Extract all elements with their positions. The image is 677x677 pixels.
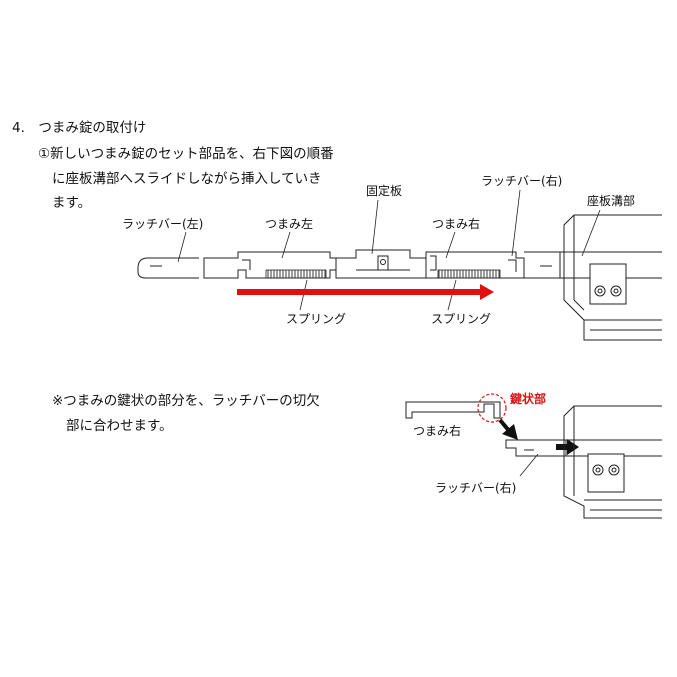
instruction-line-3: ます。 bbox=[52, 195, 92, 211]
label-knob-left: つまみ左 bbox=[265, 217, 314, 231]
seat-plate-bottom bbox=[563, 405, 662, 519]
key-direction-arrow bbox=[498, 418, 518, 440]
leader-latch-left bbox=[177, 231, 187, 263]
label-latch-bar-left: ラッチバー(左) bbox=[122, 217, 204, 231]
label-spring-left: スプリング bbox=[286, 312, 347, 326]
insertion-arrow bbox=[237, 284, 494, 300]
label-latch-bar-right: ラッチバー(右) bbox=[481, 174, 563, 188]
leader-seat-groove bbox=[581, 209, 601, 257]
label-spring-right: スプリング bbox=[431, 312, 492, 326]
seat-plate-top bbox=[560, 214, 662, 341]
knob-left bbox=[203, 251, 337, 279]
slide-direction-arrow bbox=[556, 439, 579, 455]
key-part-highlight bbox=[477, 393, 507, 423]
section-heading: 4. つまみ錠の取付け bbox=[12, 120, 147, 136]
label-seat-groove: 座板溝部 bbox=[587, 194, 636, 208]
knob-right-detail bbox=[405, 401, 501, 419]
label-key-part: 鍵状部 bbox=[510, 392, 547, 406]
instruction-line-2: に座板溝部へスライドしながら挿入していき bbox=[52, 171, 322, 187]
leader-fixed-plate bbox=[371, 199, 379, 255]
latch-bar-right bbox=[524, 251, 561, 279]
spring-right bbox=[437, 269, 501, 279]
fixed-plate bbox=[335, 249, 427, 279]
spring-left bbox=[265, 269, 327, 279]
latch-bar-left bbox=[137, 257, 199, 279]
note-line-2: 部に合わせます。 bbox=[66, 418, 173, 434]
leader-knob-right bbox=[445, 231, 456, 259]
label-knob-right-detail: つまみ右 bbox=[413, 424, 462, 438]
instruction-line-1: ①新しいつまみ錠のセット部品を、右下図の順番 bbox=[38, 146, 334, 162]
leader-latch-right bbox=[511, 189, 521, 257]
label-fixed-plate: 固定板 bbox=[366, 184, 403, 198]
note-line-1: ※つまみの鍵状の部分を、ラッチバーの切欠 bbox=[52, 393, 320, 409]
leader-knob-left bbox=[281, 231, 291, 259]
leader-latch-right-detail bbox=[519, 453, 539, 477]
label-latch-bar-right-detail: ラッチバー(右) bbox=[435, 481, 517, 495]
label-knob-right: つまみ右 bbox=[432, 217, 481, 231]
